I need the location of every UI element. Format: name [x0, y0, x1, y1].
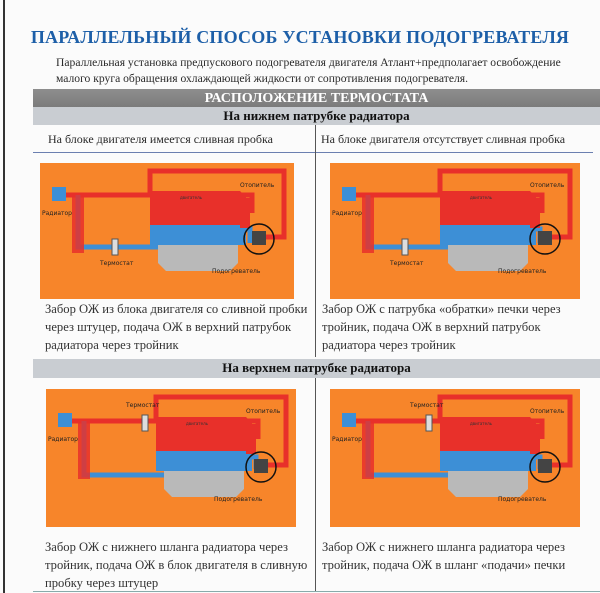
expansion-tank	[52, 187, 66, 201]
expansion-tank	[342, 187, 356, 201]
engine-block	[156, 451, 252, 471]
heading-lower-pipe: На нижнем патрубке радиатора	[33, 107, 600, 125]
label-preheater: Подогреватель	[214, 496, 263, 503]
preheater-circle	[243, 223, 275, 255]
label-engine: двигатель	[470, 195, 493, 200]
bottom-rule	[33, 591, 600, 592]
label-heater-core: Отопитель	[530, 408, 565, 415]
label-preheater: Подогреватель	[212, 268, 261, 275]
label-heater-core: Отопитель	[240, 182, 275, 189]
caption-lower-left: Забор ОЖ из блока двигателя со сливной п…	[45, 302, 308, 352]
engine-head	[156, 417, 252, 453]
label-radiator: Радиатор	[42, 210, 72, 217]
preheater-icon	[538, 459, 552, 473]
label-preheater: Подогреватель	[498, 268, 547, 275]
heater-core	[240, 198, 250, 228]
preheater-circle	[529, 223, 561, 255]
label-thermostat: Термостат	[389, 260, 424, 267]
col-header-no-drain-plug: На блоке двигателя отсутствует сливная п…	[321, 132, 566, 146]
engine-oil-pan	[164, 471, 244, 497]
page-edge	[3, 0, 5, 593]
label-radiator: Радиатор	[332, 210, 362, 217]
thermostat-icon	[401, 238, 409, 256]
caption-lower-right: Забор ОЖ с патрубка «обратки» печки чере…	[322, 302, 561, 352]
engine-head	[440, 417, 536, 453]
label-radiator: Радиатор	[48, 436, 78, 443]
intro-text: Параллельная установка предпускового под…	[56, 56, 561, 85]
section-title: РАСПОЛОЖЕНИЕ ТЕРМОСТАТА	[33, 89, 600, 108]
engine-block	[150, 225, 246, 245]
label-thermostat: Термостат	[99, 260, 134, 267]
label-heater-core: Отопитель	[530, 182, 565, 189]
col-header-drain-plug: На блоке двигателя имеется сливная пробк…	[48, 132, 273, 146]
radiator	[78, 419, 90, 479]
caption-upper-right: Забор ОЖ с нижнего шланга радиатора чере…	[322, 540, 566, 572]
label-engine: двигатель	[470, 421, 493, 426]
thermostat-icon	[425, 414, 433, 432]
preheater-icon	[252, 231, 266, 245]
thermostat-icon	[111, 238, 119, 256]
column-divider	[315, 377, 316, 592]
label-thermostat: Термостат	[125, 402, 160, 409]
preheater-circle	[529, 451, 561, 483]
radiator	[72, 193, 84, 253]
thermostat-icon	[141, 414, 149, 432]
column-divider	[315, 125, 316, 357]
engine-oil-pan	[448, 245, 528, 271]
page-title: ПАРАЛЛЕЛЬНЫЙ СПОСОБ УСТАНОВКИ ПОДОГРЕВАТ…	[30, 27, 570, 47]
heading-upper-pipe: На верхнем патрубке радиатора	[33, 359, 600, 378]
engine-block	[440, 225, 536, 245]
preheater-icon	[538, 231, 552, 245]
engine-block	[440, 451, 536, 471]
heater-core	[530, 424, 540, 454]
label-engine: двигатель	[180, 195, 203, 200]
divider	[33, 152, 593, 153]
engine-head	[150, 191, 246, 227]
label-radiator: Радиатор	[332, 436, 362, 443]
expansion-tank	[342, 413, 356, 427]
engine-oil-pan	[158, 245, 238, 271]
heater-core	[530, 198, 540, 228]
expansion-tank	[58, 413, 72, 427]
engine-head	[440, 191, 536, 227]
preheater-icon	[254, 459, 268, 473]
caption-upper-left: Забор ОЖ с нижнего шланга радиатора чере…	[45, 540, 308, 590]
preheater-circle	[245, 451, 277, 483]
heater-core	[246, 424, 256, 454]
label-thermostat: Термостат	[409, 402, 444, 409]
engine-oil-pan	[448, 471, 528, 497]
radiator	[362, 419, 374, 479]
label-preheater: Подогреватель	[498, 496, 547, 503]
label-heater-core: Отопитель	[246, 408, 281, 415]
label-engine: двигатель	[186, 421, 209, 426]
radiator	[362, 193, 374, 253]
